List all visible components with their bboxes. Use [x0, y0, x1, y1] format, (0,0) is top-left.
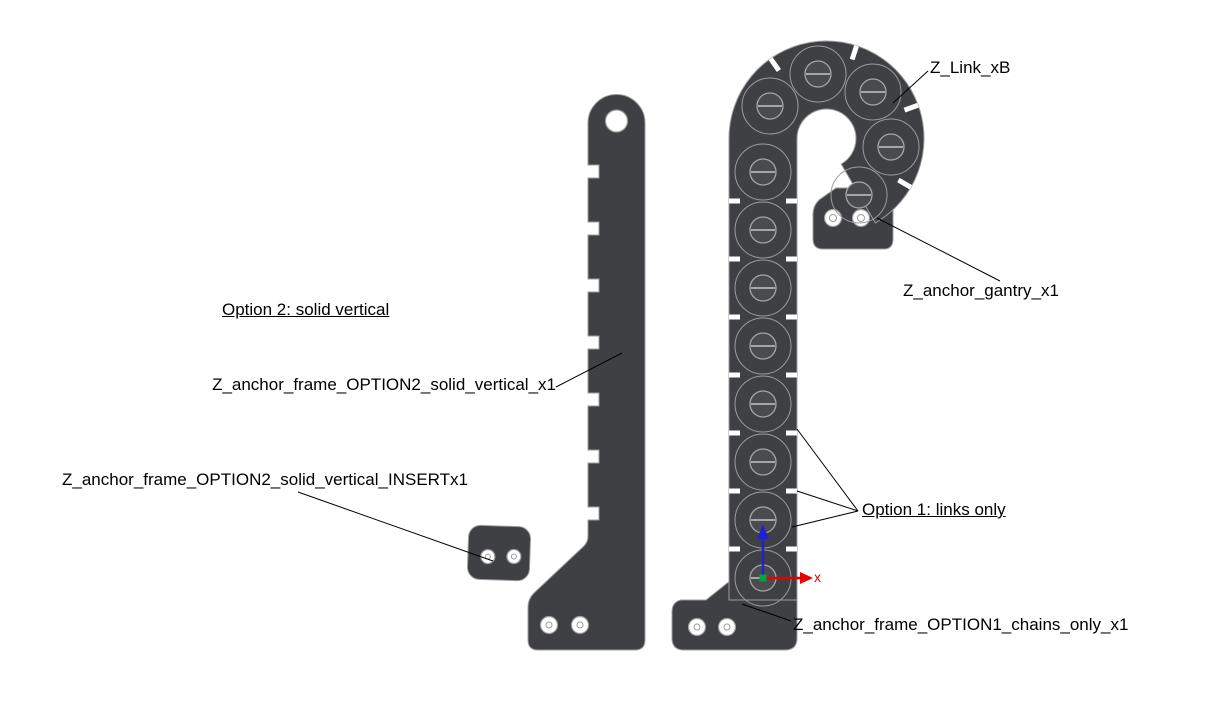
insert-hole — [480, 549, 496, 565]
label-option2-insert: Z_anchor_frame_OPTION2_solid_vertical_IN… — [62, 470, 468, 489]
foot-hole-inner — [693, 623, 701, 631]
notch — [729, 546, 740, 552]
z-axis-arrowhead-icon — [757, 524, 769, 539]
chain-link — [734, 259, 792, 317]
leader-line-option1-b — [796, 490, 859, 512]
leader-line-option1-frame — [741, 603, 792, 622]
foot-hole — [717, 617, 737, 637]
notch — [729, 314, 740, 320]
notch — [786, 314, 797, 320]
notch — [786, 198, 797, 204]
link-pivot-ring — [734, 201, 792, 259]
chain-link — [830, 166, 888, 224]
x-axis-arrowhead-icon — [800, 572, 813, 584]
leader-line-option2-insert — [297, 491, 494, 562]
notch — [849, 45, 859, 61]
heading-option1: Option 1: links only — [862, 500, 1006, 519]
notch — [729, 256, 740, 262]
chain-link — [734, 317, 792, 375]
link-pivot-ring — [734, 433, 792, 491]
link-pivot-ring — [844, 63, 902, 121]
chain-link — [789, 45, 847, 103]
link-pivot-ring — [734, 317, 792, 375]
label-z-anchor-gantry: Z_anchor_gantry_x1 — [903, 281, 1059, 300]
foot-hole-inner — [545, 621, 553, 629]
label-option2-frame: Z_anchor_frame_OPTION2_solid_vertical_x1 — [212, 375, 556, 394]
foot-hole — [687, 617, 707, 637]
chain-link — [741, 77, 799, 135]
chain-link — [862, 118, 920, 176]
origin-triad — [757, 524, 813, 584]
leader-line-option2-frame — [555, 352, 623, 388]
link-pivot-ring — [734, 143, 792, 201]
leader-line-option1-a — [796, 428, 859, 512]
leader-line-option1-c — [791, 510, 859, 528]
label-z-link: Z_Link_xB — [930, 58, 1011, 77]
foot-hole — [570, 615, 590, 635]
chain-link — [734, 433, 792, 491]
heading-option2: Option 2: solid vertical — [222, 300, 390, 319]
gantry-hole — [851, 208, 871, 228]
notch — [903, 102, 919, 113]
solid-vertical-part — [527, 94, 646, 651]
notch — [786, 256, 797, 262]
link-pivot-ring — [734, 259, 792, 317]
gantry-hole — [823, 208, 843, 228]
insert-hole-inner — [510, 553, 517, 560]
link-pivot-ring — [830, 166, 888, 224]
notch — [729, 488, 740, 494]
notch — [786, 372, 797, 378]
notch — [786, 546, 797, 552]
chain-link — [844, 63, 902, 121]
notch — [729, 198, 740, 204]
insert-part — [466, 524, 532, 582]
x-axis-label: x — [814, 569, 821, 585]
chain-link — [734, 201, 792, 259]
notch — [786, 488, 797, 494]
solid-vertical-body — [527, 94, 646, 651]
leader-line-z-link — [892, 70, 929, 104]
foot-hole-inner — [723, 623, 731, 631]
notch — [729, 372, 740, 378]
notch — [768, 57, 781, 72]
label-option1-frame: Z_anchor_frame_OPTION1_chains_only_x1 — [793, 615, 1129, 634]
notch — [897, 177, 913, 190]
gantry-hole-inner — [829, 214, 837, 222]
leader-line-gantry — [876, 217, 1001, 282]
insert-hole — [506, 548, 522, 565]
chain-link — [734, 375, 792, 433]
foot-hole-inner — [576, 621, 584, 629]
leader-lines — [297, 70, 1001, 622]
gantry-hole-inner — [857, 214, 865, 222]
link-pivot-ring — [862, 118, 920, 176]
chain-link-notches — [729, 45, 919, 552]
notch — [786, 430, 797, 436]
top-mounting-hole — [604, 109, 629, 133]
origin-marker — [759, 574, 767, 582]
link-pivot-ring — [789, 45, 847, 103]
insert-body — [466, 524, 532, 582]
chain-band — [728, 40, 925, 601]
chain-link — [734, 143, 792, 201]
link-pivot-ring — [734, 375, 792, 433]
notch — [729, 430, 740, 436]
foot-hole — [539, 615, 559, 635]
link-pivot-ring — [741, 77, 799, 135]
